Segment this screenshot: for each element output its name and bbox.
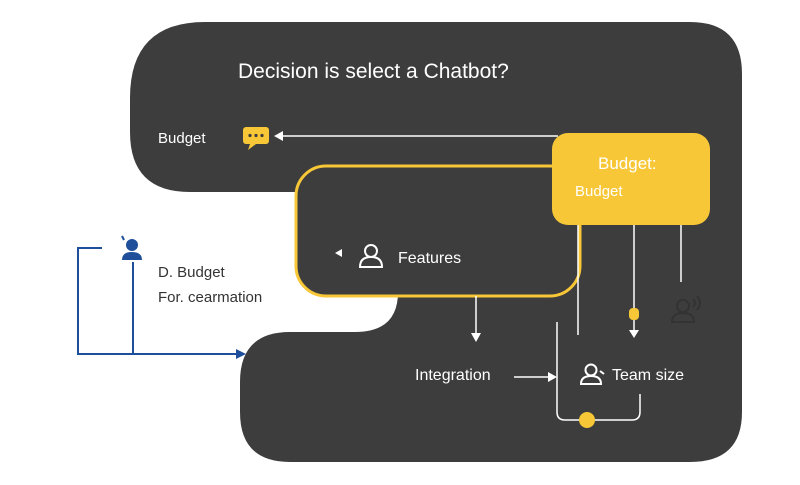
budget-card (552, 133, 710, 225)
budget-card-title: Budget: (598, 154, 657, 173)
integration-label: Integration (415, 367, 491, 384)
features-box-outline (294, 164, 582, 298)
features-label: Features (398, 250, 462, 267)
chat-bubble-icon (243, 127, 269, 150)
connector-loop (556, 322, 641, 421)
arrowhead-features-down (471, 333, 481, 342)
arrowhead-chat (274, 131, 283, 141)
d-budget-label: D. Budget (158, 264, 225, 281)
team-size-label: Team size (612, 367, 685, 384)
arrowhead-card-down (629, 330, 639, 338)
budget-label: Budget (158, 130, 206, 147)
side-user-icon (121, 235, 142, 260)
connector-node-yellow (629, 308, 639, 320)
arrowhead-team (548, 372, 557, 382)
loop-node (579, 412, 595, 428)
team-user-icon (579, 363, 605, 385)
budget-card-subtitle: Budget (575, 183, 623, 200)
arrow-left-icon (335, 249, 342, 257)
blue-connectors (77, 247, 236, 355)
diagram-title: Decision is select a Chatbot? (238, 60, 509, 83)
features-user-icon (358, 244, 384, 268)
arrowhead-blue (236, 349, 246, 359)
voice-user-icon (670, 295, 701, 323)
for-label: For. cearmation (158, 289, 263, 306)
